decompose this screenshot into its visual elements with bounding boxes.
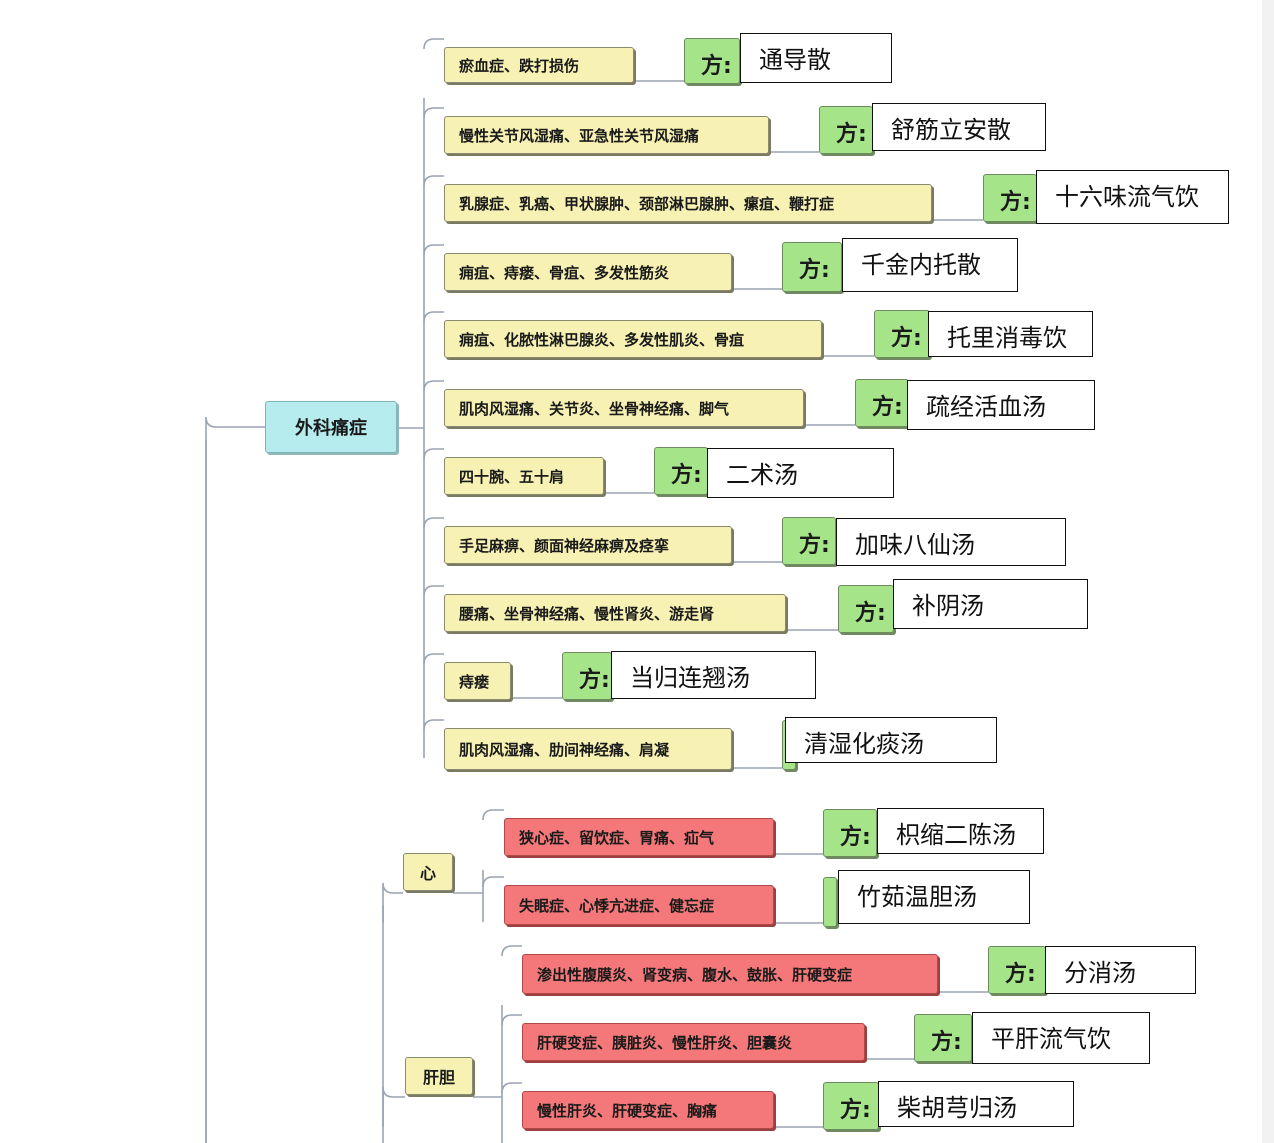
fang-label: 方: <box>931 1030 962 1055</box>
fang-tag[interactable]: 方: <box>874 310 930 358</box>
branch-connector <box>423 380 444 392</box>
branch-connector <box>423 175 444 187</box>
branch-connector <box>482 876 504 888</box>
fang-label: 方: <box>1000 190 1031 215</box>
fang-tag[interactable]: 方: <box>988 946 1046 994</box>
formula-box[interactable]: 通导散 <box>740 33 892 83</box>
fang-tag[interactable]: 方: <box>855 379 909 427</box>
branch-connector <box>501 1014 522 1026</box>
fang-tag[interactable] <box>823 877 837 927</box>
fang-label: 方: <box>1005 962 1036 987</box>
category-node[interactable]: 肝胆 <box>405 1057 473 1095</box>
fang-label: 方: <box>836 122 867 147</box>
fang-tag[interactable]: 方: <box>654 447 708 495</box>
fang-label: 方: <box>891 326 922 351</box>
fang-label: 方: <box>840 1098 871 1123</box>
branch-connector <box>423 585 444 597</box>
condition-node[interactable]: 乳腺症、乳癌、甲状腺肿、颈部淋巴腺肿、瘰疽、鞭打症 <box>444 184 932 222</box>
formula-box[interactable]: 千金内托散 <box>842 238 1018 292</box>
fang-tag[interactable]: 方: <box>684 38 740 84</box>
formula-box[interactable]: 竹茹温胆汤 <box>838 870 1030 924</box>
formula-box[interactable]: 清湿化痰汤 <box>785 717 997 763</box>
fang-tag[interactable]: 方: <box>838 585 894 633</box>
condition-node[interactable]: 腰痛、坐骨神经痛、慢性肾炎、游走肾 <box>444 594 786 632</box>
fang-label: 方: <box>701 54 732 79</box>
branch-connector <box>423 719 444 731</box>
fang-tag[interactable]: 方: <box>782 242 842 292</box>
fang-tag[interactable]: 方: <box>823 1082 879 1130</box>
formula-box[interactable]: 平肝流气饮 <box>972 1012 1150 1064</box>
condition-node[interactable]: 肝硬变症、胰脏炎、慢性肝炎、胆囊炎 <box>522 1023 865 1061</box>
fang-label: 方: <box>799 258 830 283</box>
fang-label: 方: <box>855 601 886 626</box>
condition-node[interactable]: 失眠症、心悸亢进症、健忘症 <box>504 885 774 925</box>
branch-connector <box>423 517 444 529</box>
category-connector <box>382 1086 405 1127</box>
fang-label: 方: <box>579 668 610 693</box>
root-connector <box>205 416 265 1143</box>
fang-label: 方: <box>872 395 903 420</box>
formula-box[interactable]: 托里消毒饮 <box>928 311 1093 357</box>
fang-label: 方: <box>671 463 702 488</box>
root-node-surgical-pain[interactable]: 外科痛症 <box>265 401 397 453</box>
condition-node[interactable]: 手足麻痹、颜面神经麻痹及痉挛 <box>444 526 732 564</box>
branch-connector <box>482 809 504 821</box>
condition-node[interactable]: 痈疽、化脓性淋巴腺炎、多发性肌炎、骨疽 <box>444 320 822 358</box>
formula-box[interactable]: 补阴汤 <box>893 579 1088 629</box>
branch-connector <box>423 38 444 50</box>
fang-tag[interactable]: 方: <box>823 809 877 857</box>
condition-node[interactable]: 渗出性腹膜炎、肾变病、腹水、鼓胀、肝硬变症 <box>522 954 938 994</box>
condition-node[interactable]: 肌肉风湿痛、肋间神经痛、肩凝 <box>444 728 732 770</box>
fang-label: 方: <box>799 533 830 558</box>
branch-connector <box>423 311 444 323</box>
branch-connector <box>501 1082 522 1094</box>
fang-tag[interactable]: 方: <box>562 652 612 700</box>
condition-node[interactable]: 四十腕、五十肩 <box>444 457 604 495</box>
fang-tag[interactable]: 方: <box>914 1014 972 1062</box>
branch-connector <box>423 244 444 256</box>
scrollbar[interactable] <box>1262 0 1274 1143</box>
formula-box[interactable]: 二术汤 <box>707 448 894 498</box>
branch-connector <box>423 107 444 119</box>
condition-node[interactable]: 痔瘘 <box>444 662 511 700</box>
condition-node[interactable]: 慢性肝炎、肝硬变症、胸痛 <box>522 1091 774 1129</box>
condition-node[interactable]: 肌肉风湿痛、关节炎、坐骨神经痛、脚气 <box>444 389 804 427</box>
condition-node[interactable]: 慢性关节风湿痛、亚急性关节风湿痛 <box>444 116 769 154</box>
formula-box[interactable]: 十六味流气饮 <box>1036 170 1229 224</box>
fang-label: 方: <box>840 825 871 850</box>
branch-connector <box>501 945 522 957</box>
formula-box[interactable]: 加味八仙汤 <box>836 518 1066 566</box>
branch-connector <box>423 653 444 665</box>
fang-tag[interactable]: 方: <box>782 517 836 565</box>
formula-box[interactable]: 分消汤 <box>1045 946 1196 994</box>
formula-box[interactable]: 疏经活血汤 <box>907 380 1095 430</box>
formula-box[interactable]: 柴胡芎归汤 <box>878 1081 1074 1127</box>
formula-box[interactable]: 枳缩二陈汤 <box>877 808 1044 854</box>
formula-box[interactable]: 舒筋立安散 <box>872 103 1046 151</box>
condition-node[interactable]: 瘀血症、跌打损伤 <box>444 47 634 83</box>
condition-node[interactable]: 狭心症、留饮症、胃痛、疝气 <box>504 818 774 856</box>
condition-node[interactable]: 痈疽、痔瘘、骨疽、多发性筋炎 <box>444 253 732 291</box>
formula-box[interactable]: 当归连翘汤 <box>611 651 816 699</box>
fang-tag[interactable]: 方: <box>983 174 1037 222</box>
category-connector <box>382 882 403 923</box>
category-node[interactable]: 心 <box>403 853 453 891</box>
branch-connector <box>423 448 444 460</box>
fang-tag[interactable]: 方: <box>819 106 873 154</box>
